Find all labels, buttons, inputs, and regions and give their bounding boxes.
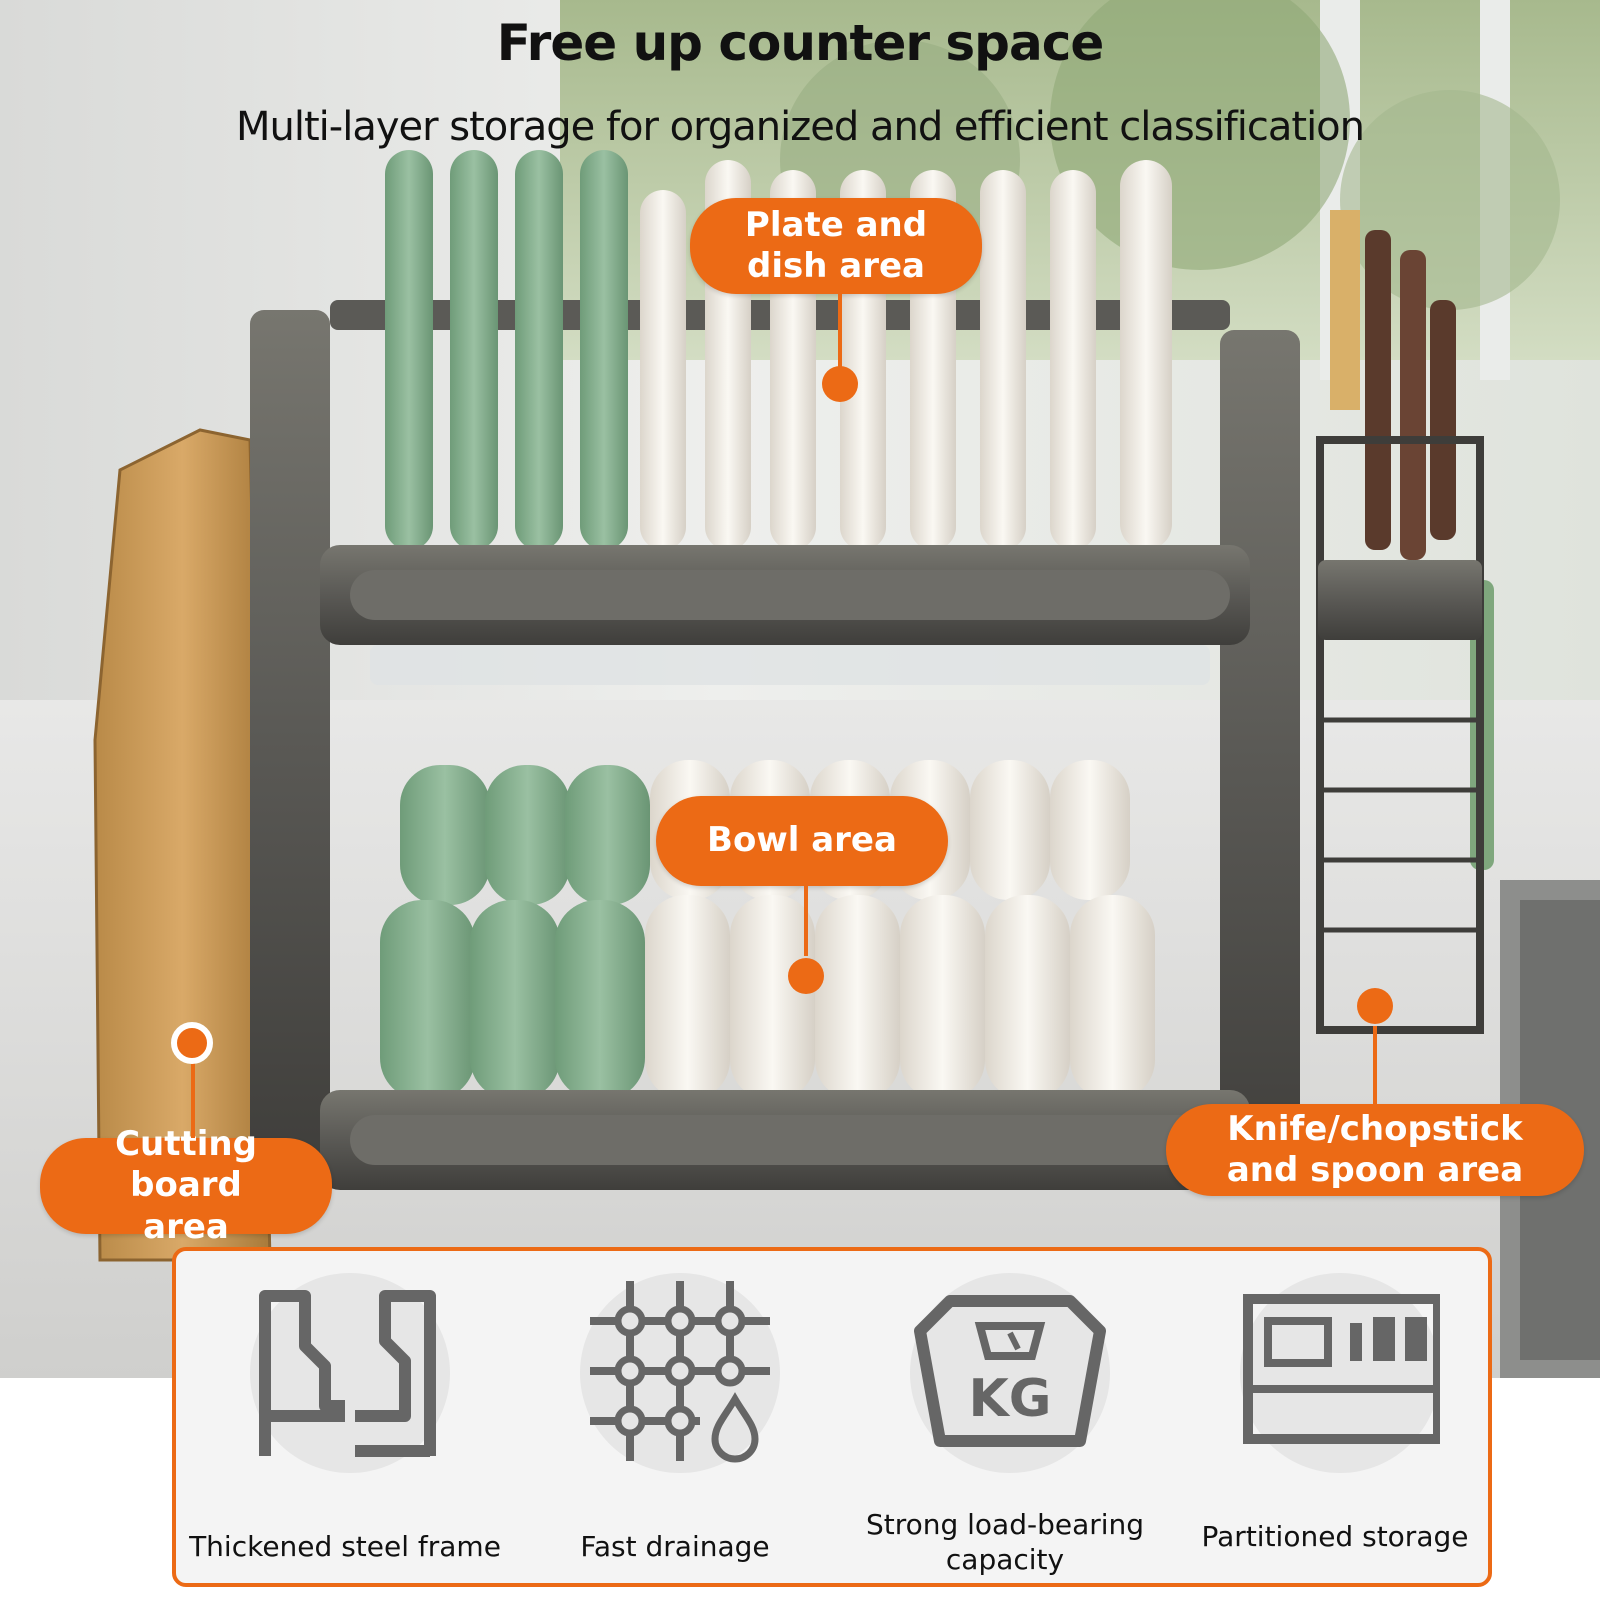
- feature-label: Thickened steel frame: [189, 1530, 501, 1563]
- callout-marker-dot: [788, 958, 824, 994]
- feature-thickened-steel-frame: Thickened steel frame: [180, 1251, 510, 1583]
- kg-label: KG: [969, 1369, 1052, 1429]
- callout-leader-line: [804, 886, 808, 956]
- callout-leader-line: [191, 1062, 195, 1138]
- callout-marker-dot: [822, 366, 858, 402]
- callout-plate-dish-area: Plate and dish area: [690, 198, 982, 294]
- feature-label: Partitioned storage: [1201, 1520, 1469, 1553]
- callout-bowl-area: Bowl area: [656, 796, 948, 886]
- page-title: Free up counter space: [496, 14, 1105, 72]
- drainage-grid-icon: [590, 1281, 770, 1463]
- feature-partitioned-storage: Partitioned storage: [1170, 1251, 1500, 1583]
- feature-label: Fast drainage: [580, 1530, 770, 1563]
- callout-knife-chopstick-spoon-area: Knife/chopstick and spoon area: [1166, 1104, 1584, 1196]
- callout-marker-dot: [171, 1022, 213, 1064]
- partitioned-storage-icon: [1243, 1294, 1440, 1444]
- feature-fast-drainage: Fast drainage: [510, 1251, 840, 1583]
- callout-leader-line: [838, 294, 842, 380]
- page-subtitle: Multi-layer storage for organized and ef…: [236, 104, 1365, 150]
- features-panel: Thickened steel frame Fast drainage: [172, 1247, 1492, 1587]
- callout-cutting-board-area: Cutting board area: [40, 1124, 332, 1247]
- feature-label: Strong load-bearing capacity: [865, 1508, 1145, 1576]
- feature-strong-load-bearing: KG Strong load-bearing capacity: [840, 1251, 1170, 1583]
- callout-marker-dot: [1357, 988, 1393, 1024]
- callout-leader-line: [1373, 1026, 1377, 1104]
- icon-background-circle: [250, 1273, 450, 1473]
- steel-frame-icon: [259, 1290, 436, 1457]
- weight-scale-kg-icon: KG: [914, 1295, 1106, 1447]
